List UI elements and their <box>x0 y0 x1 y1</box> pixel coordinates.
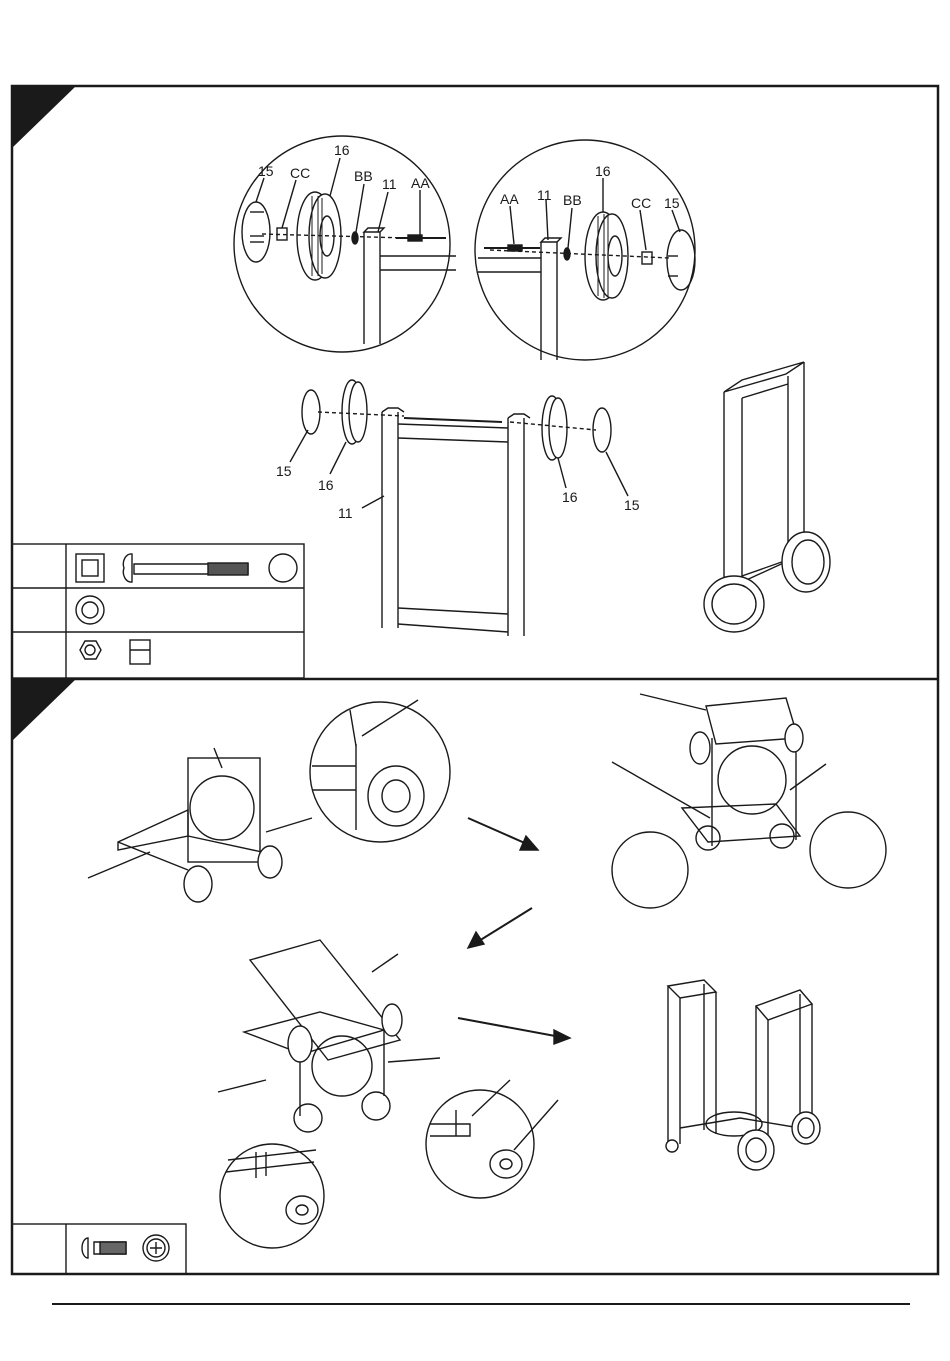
label-zoom-right-16: 16 <box>595 164 611 178</box>
label-zoom-right-aa: AA <box>500 192 519 206</box>
step2-arrow-3 <box>458 1018 570 1044</box>
label-assembly-16-right: 16 <box>562 490 578 504</box>
footer-rule <box>52 1303 910 1305</box>
label-zoom-right-15: 15 <box>664 196 680 210</box>
step2-upright-frame <box>612 694 886 908</box>
label-zoom-right-bb: BB <box>563 193 582 207</box>
zoom-circle-right <box>475 140 695 360</box>
step2-arrow-2 <box>468 908 532 948</box>
step2-zoom-caster-a <box>310 700 450 842</box>
label-assembly-11: 11 <box>338 506 353 520</box>
label-zoom-left-15: 15 <box>258 164 274 178</box>
label-zoom-left-aa: AA <box>411 176 430 190</box>
step-2-corner-tab <box>12 679 76 741</box>
label-assembly-15-left: 15 <box>276 464 292 478</box>
step2-zoom-caster-b <box>220 1144 324 1248</box>
label-zoom-left-11: 11 <box>382 177 397 191</box>
label-zoom-left-16: 16 <box>334 143 350 157</box>
label-zoom-right-cc: CC <box>631 196 651 210</box>
hardware-table-step-1 <box>12 544 304 678</box>
step2-arrow-1 <box>468 818 538 850</box>
assembled-cart-preview <box>704 362 830 632</box>
label-assembly-16-left: 16 <box>318 478 334 492</box>
step-1-corner-tab <box>12 86 76 148</box>
label-zoom-left-cc: CC <box>290 166 310 180</box>
label-zoom-left-bb: BB <box>354 169 373 183</box>
label-zoom-right-11: 11 <box>537 188 552 202</box>
step2-base-wheels <box>88 748 312 902</box>
step2-final-cart <box>666 980 820 1170</box>
step2-zoom-caster-c <box>426 1080 558 1198</box>
label-assembly-15-right: 15 <box>624 498 640 512</box>
hardware-table-step-2 <box>12 1224 186 1274</box>
step2-tilted-assembly <box>218 940 440 1132</box>
